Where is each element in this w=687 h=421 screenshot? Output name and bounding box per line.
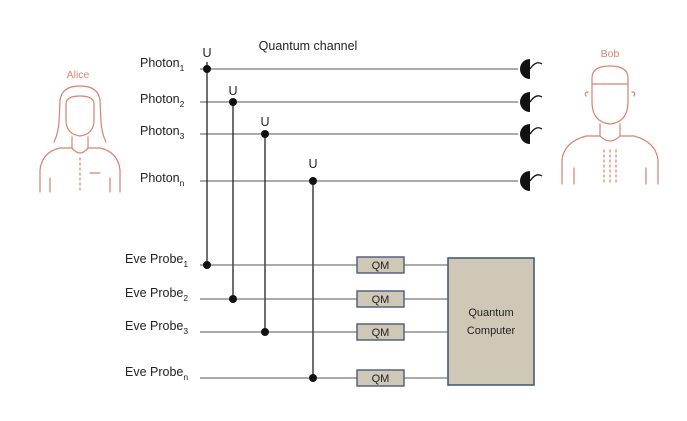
alice-label: Alice: [67, 69, 90, 81]
quantum-memory-3: QM: [356, 323, 405, 341]
interaction-dot-probe-1: [203, 261, 211, 269]
detector-icon-1: [520, 59, 543, 79]
quantum-memory-n: QM: [356, 369, 405, 387]
interaction-dot-probe-2: [229, 295, 237, 303]
photon-label-3: Photon3: [140, 124, 185, 141]
unitary-label-2: U: [228, 84, 237, 98]
bob-label: Bob: [601, 48, 620, 60]
interaction-dot-probe-n: [309, 374, 317, 382]
photon-label-1: Photon1: [140, 56, 185, 73]
probe-label-n: Eve Proben: [125, 365, 188, 382]
unitary-label-1: U: [202, 46, 211, 60]
unitary-label-3: U: [260, 115, 269, 129]
quantum-computer: Quantum Computer: [447, 257, 535, 386]
detector-icon-n: [520, 171, 543, 191]
interaction-dot-photon-2: [229, 98, 237, 106]
quantum-memory-2: QM: [356, 290, 405, 308]
quantum-memory-label: QM: [372, 373, 390, 385]
interaction-dot-photon-1: [203, 65, 211, 73]
interaction-dot-photon-3: [261, 130, 269, 138]
quantum-memory-label: QM: [372, 260, 390, 272]
channel-title: Quantum channel: [259, 39, 358, 53]
detector-icon-3: [520, 124, 543, 144]
photon-label-2: Photon2: [140, 92, 185, 109]
probe-label-2: Eve Probe2: [125, 286, 188, 303]
probe-label-1: Eve Probe1: [125, 252, 188, 269]
photon-label-n: Photonn: [140, 171, 185, 188]
detector-icon-2: [520, 92, 543, 112]
quantum-memory-label: QM: [372, 327, 390, 339]
quantum-memory-label: QM: [372, 294, 390, 306]
bob-figure: Bob: [561, 48, 659, 185]
quantum-memory-1: QM: [356, 256, 405, 274]
interaction-dot-probe-3: [261, 328, 269, 336]
alice-figure: Alice: [39, 69, 121, 193]
probe-label-3: Eve Probe3: [125, 319, 188, 336]
interaction-dot-photon-n: [309, 177, 317, 185]
unitary-label-n: U: [308, 157, 317, 171]
quantum-computer-label-line2: Computer: [467, 325, 516, 337]
quantum-computer-label-line1: Quantum: [468, 307, 513, 319]
